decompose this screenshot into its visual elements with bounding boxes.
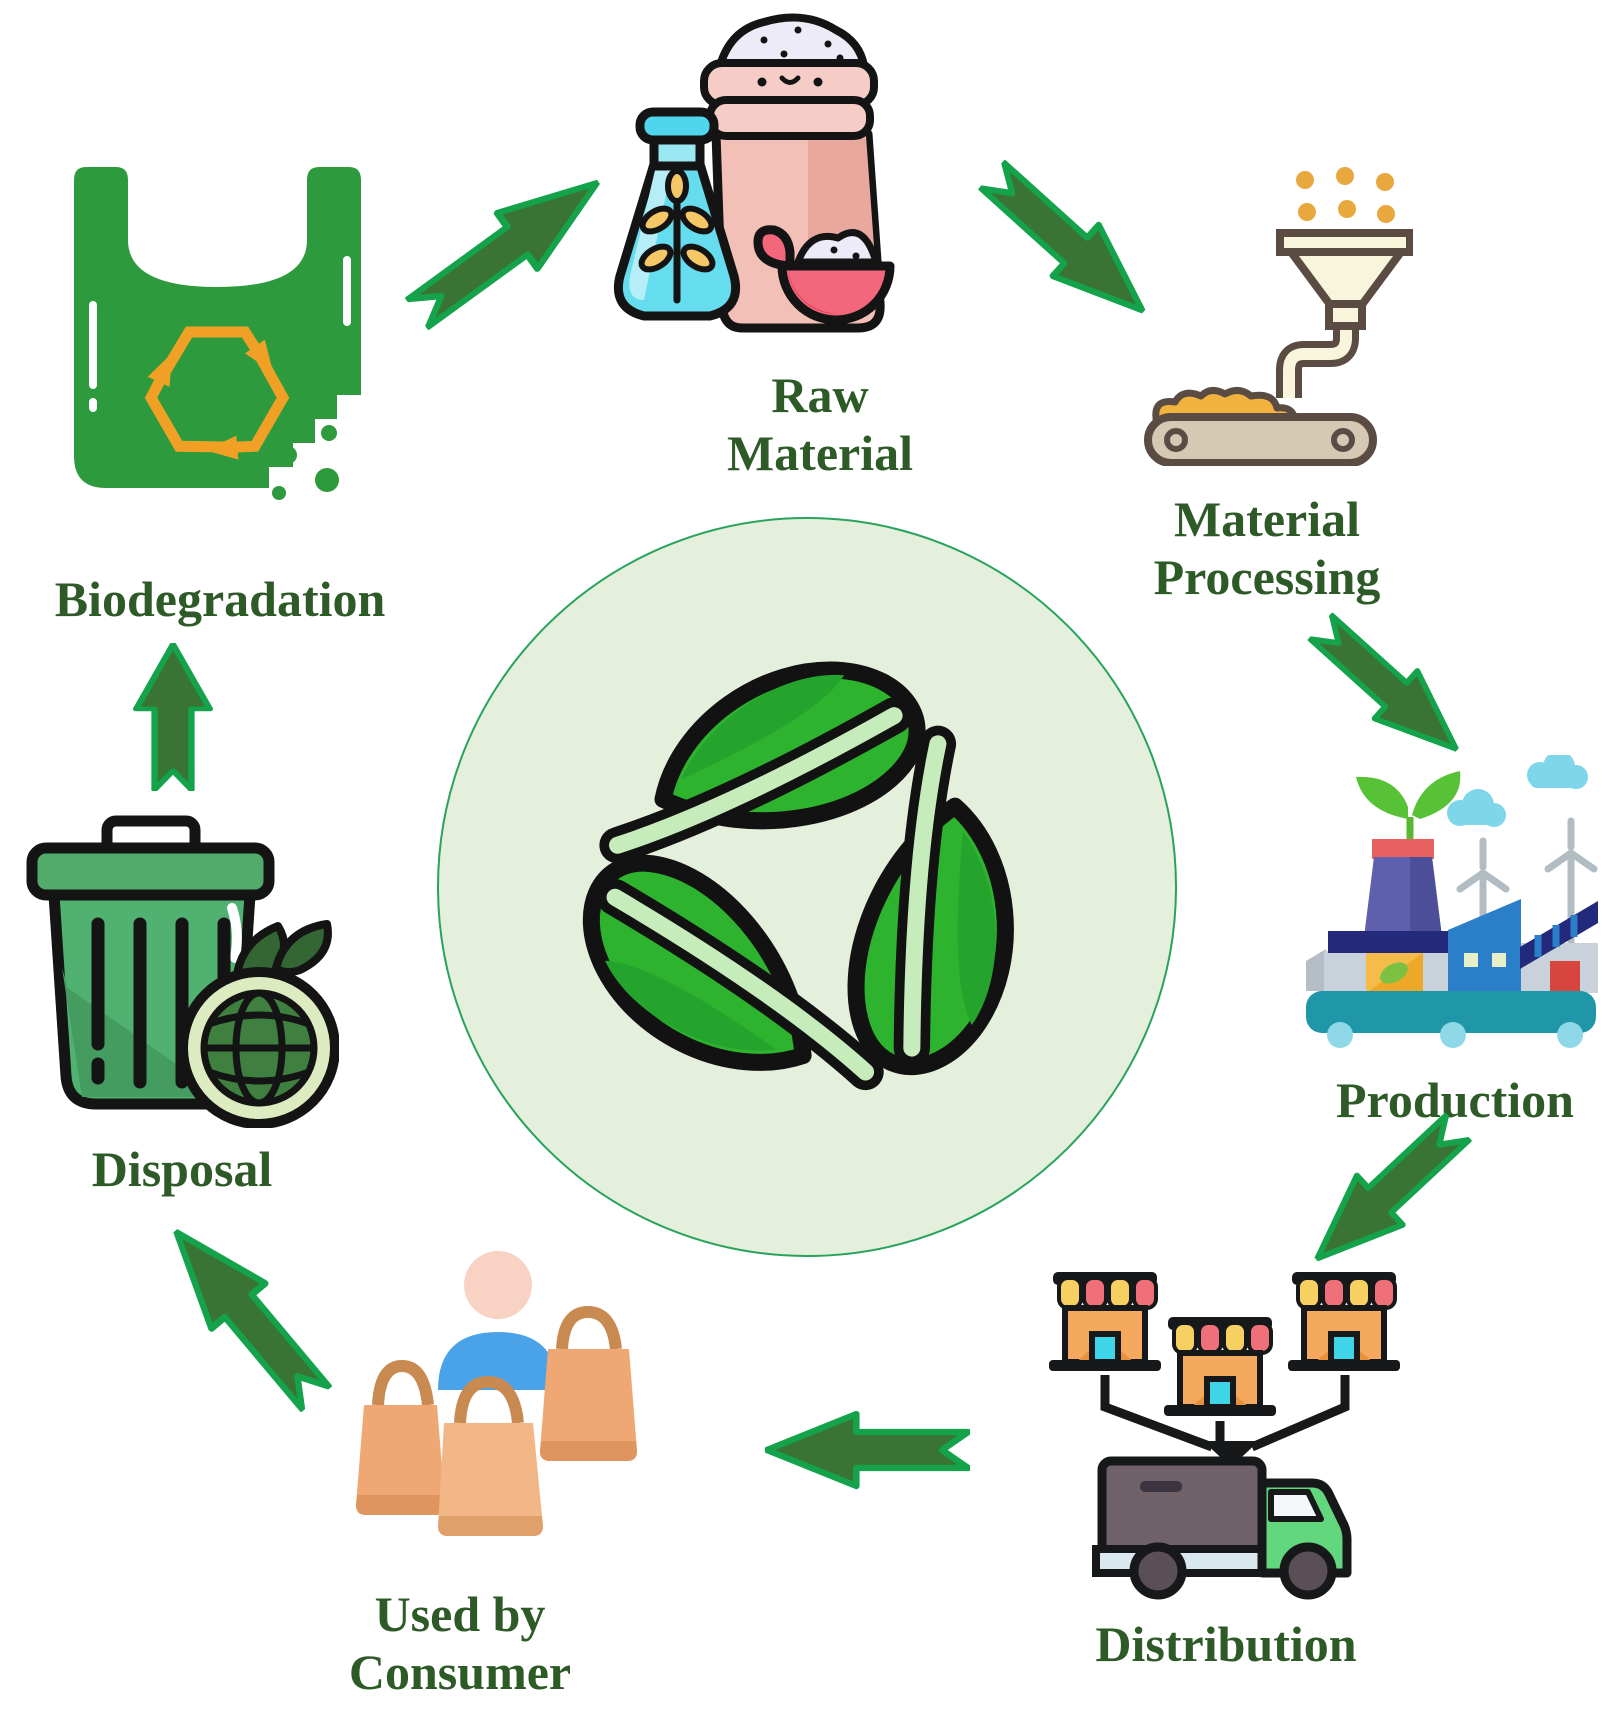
eco-globe-icon [178,920,339,1128]
arrow-used-by-consumer-to-disposal [173,1228,333,1413]
arrow-biodegradation-to-raw-material [404,179,601,331]
stores-delivery-truck-icon [1040,1265,1405,1600]
wheat-plant-icon [638,168,716,304]
arrow-disposal-to-biodegradation [132,643,214,791]
raw-material-label: Raw Material [726,367,913,481]
flask-sack-scoop-icon [614,13,895,333]
person-shopping-bags-icon [356,1251,637,1536]
biodegradation-label: Biodegradation [54,571,386,627]
granules-icon [1296,167,1395,223]
arrow-material-processing-to-production [1307,612,1459,752]
store-icon [1049,1272,1161,1371]
trash-can-globe-icon [26,815,339,1128]
used-by-consumer-label: Used by Consumer [348,1586,572,1700]
scoop-icon [753,225,895,325]
center-circle [437,517,1177,1257]
store-icon [1164,1317,1276,1416]
delivery-truck-icon [1092,1456,1352,1600]
arrow-distribution-to-used-by-consumer [765,1410,970,1490]
recycle-arrows-icon [144,326,290,460]
degrading-bag-recycle-icon [74,167,361,500]
eco-factory-icon [1306,755,1598,1048]
flask-icon [614,107,740,321]
production-label: Production [1336,1072,1574,1128]
funnel-conveyor-icon [1144,167,1413,466]
arrow-raw-material-to-material-processing [978,159,1146,314]
material-processing-label: Material Processing [1153,491,1381,605]
three-leaves-recycle-icon [523,603,1091,1171]
cloud-icon [1447,755,1588,827]
disposal-label: Disposal [91,1141,273,1197]
person-body [438,1332,558,1390]
distribution-label: Distribution [1095,1616,1357,1672]
person-head [464,1251,532,1319]
arrow-production-to-distribution [1314,1112,1472,1262]
